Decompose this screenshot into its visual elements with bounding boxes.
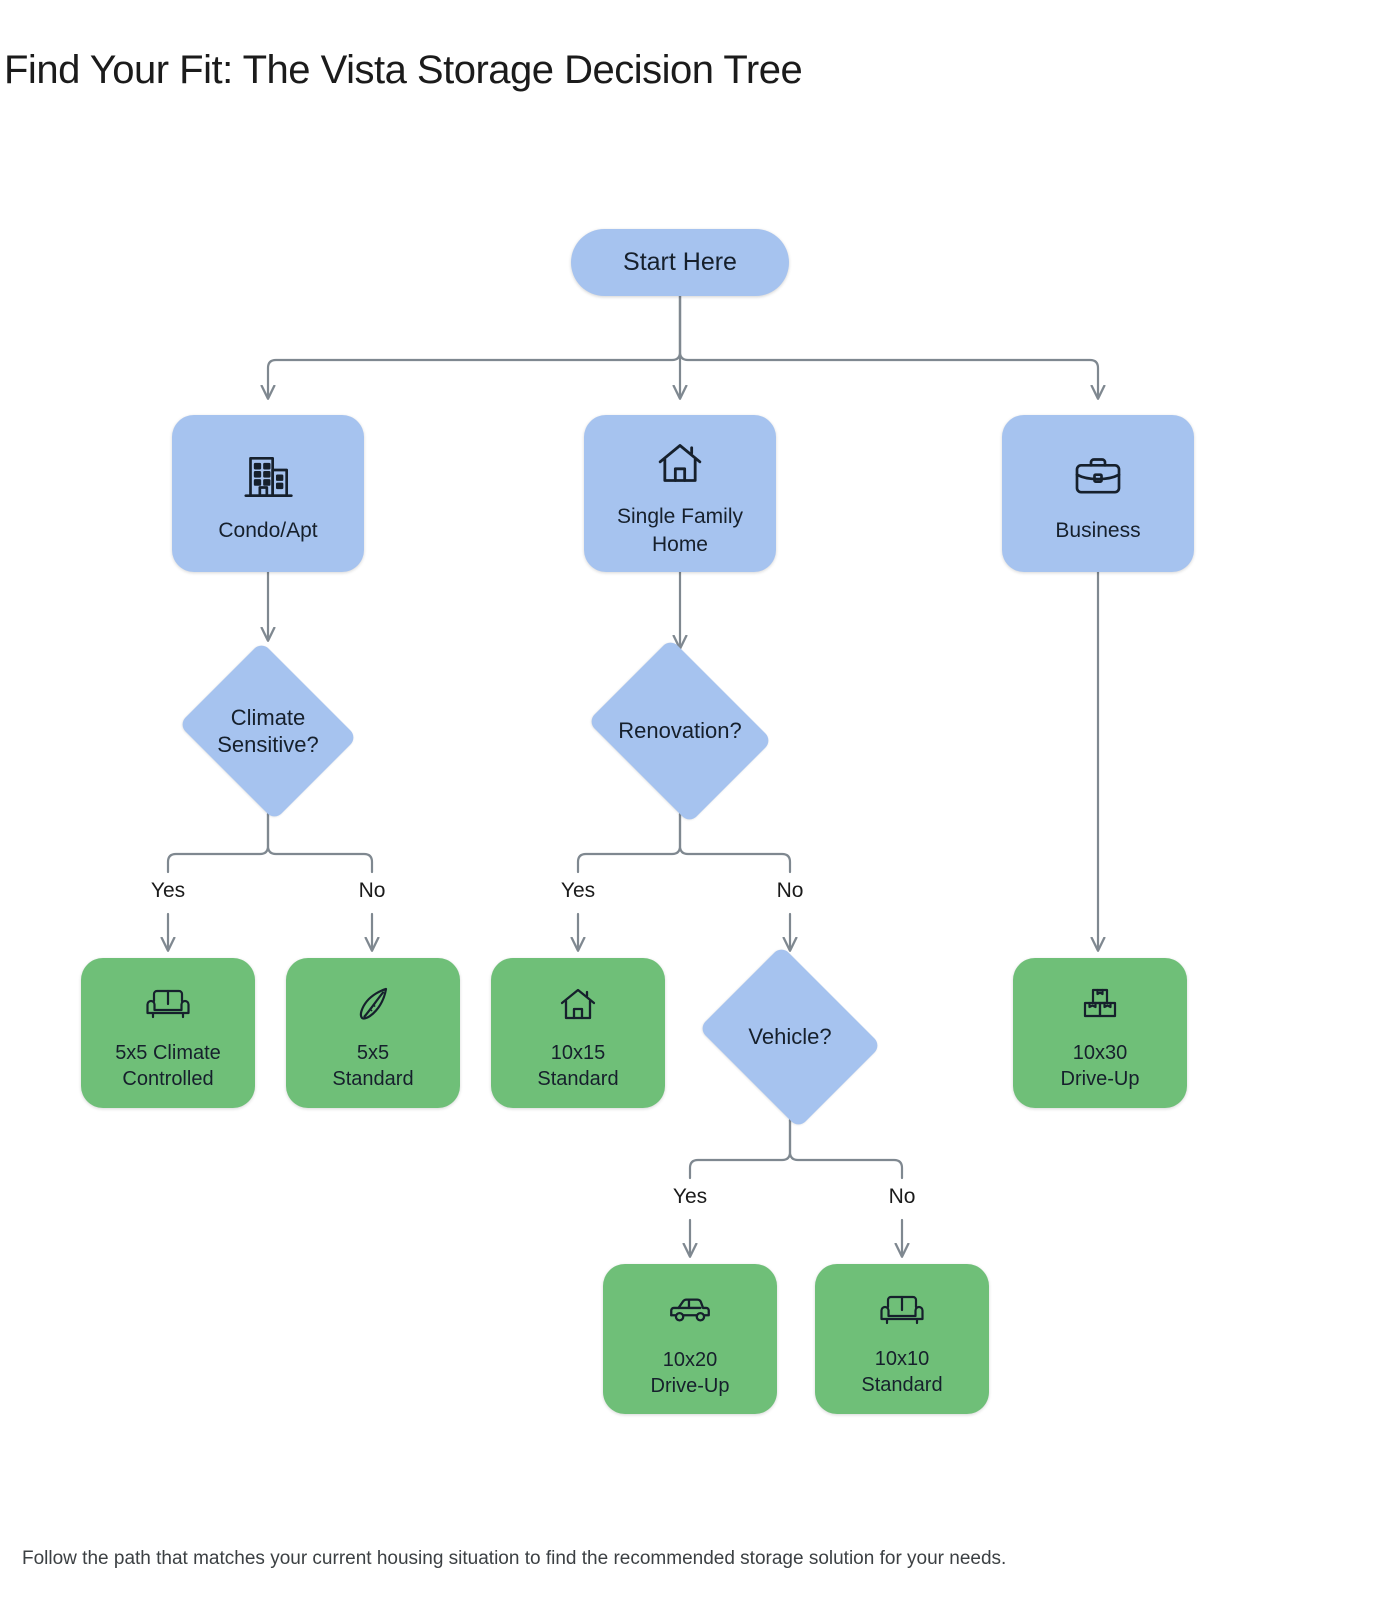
node-condo-apt[interactable]: Condo/Apt bbox=[172, 415, 364, 572]
node-label: Climate Sensitive? bbox=[217, 704, 319, 757]
node-label: 10x15 Standard bbox=[537, 1042, 619, 1090]
node-label: 5x5 Standard bbox=[332, 1042, 414, 1090]
edge-renovation-yes bbox=[576, 812, 682, 874]
node-label: Business bbox=[1055, 518, 1141, 542]
surfboard-icon bbox=[349, 980, 397, 1028]
node-label: Renovation? bbox=[618, 718, 742, 744]
edge-vehicle-no bbox=[788, 1118, 904, 1180]
edge-label-climate-no: No bbox=[358, 879, 386, 902]
car-icon bbox=[665, 1285, 715, 1335]
node-label: 10x20 Drive-Up bbox=[650, 1349, 730, 1397]
briefcase-icon bbox=[1070, 449, 1126, 505]
page-title: Find Your Fit: The Vista Storage Decisio… bbox=[4, 48, 803, 92]
node-business[interactable]: Business bbox=[1002, 415, 1194, 572]
edge-renovation-no bbox=[678, 812, 792, 874]
node-result-5x5-standard[interactable]: 5x5 Standard bbox=[286, 958, 460, 1108]
apartment-building-icon bbox=[240, 449, 296, 505]
edge-start-to-condo bbox=[268, 294, 682, 398]
node-climate-sensitive[interactable]: Climate Sensitive? bbox=[172, 641, 364, 821]
node-label: Condo/Apt bbox=[218, 518, 318, 542]
node-single-family-home[interactable]: Single Family Home bbox=[584, 415, 776, 572]
node-label: 10x10 Standard bbox=[861, 1348, 943, 1396]
house-icon bbox=[554, 980, 602, 1028]
node-result-10x20-drive-up[interactable]: 10x20 Drive-Up bbox=[603, 1264, 777, 1414]
node-result-5x5-climate-controlled[interactable]: 5x5 Climate Controlled bbox=[81, 958, 255, 1108]
edge-climate-yes bbox=[166, 812, 270, 874]
node-label: Vehicle? bbox=[748, 1024, 832, 1050]
edge-label-renovation-no: No bbox=[776, 879, 804, 902]
boxes-icon bbox=[1076, 980, 1124, 1028]
node-result-10x10-standard[interactable]: 10x10 Standard bbox=[815, 1264, 989, 1414]
node-renovation[interactable]: Renovation? bbox=[578, 638, 782, 824]
edge-label-vehicle-yes: Yes bbox=[672, 1185, 708, 1208]
node-result-10x30-drive-up[interactable]: 10x30 Drive-Up bbox=[1013, 958, 1187, 1108]
node-start-here[interactable]: Start Here bbox=[571, 229, 789, 296]
edge-label-climate-yes: Yes bbox=[150, 879, 186, 902]
node-vehicle[interactable]: Vehicle? bbox=[690, 945, 890, 1129]
edge-start-to-business bbox=[678, 294, 1098, 398]
node-label: Start Here bbox=[623, 248, 737, 277]
edge-vehicle-yes bbox=[688, 1118, 792, 1180]
edge-label-renovation-yes: Yes bbox=[560, 879, 596, 902]
sofa-icon bbox=[144, 980, 192, 1028]
footer-note: Follow the path that matches your curren… bbox=[22, 1548, 1007, 1569]
node-label: 10x30 Drive-Up bbox=[1060, 1042, 1140, 1090]
node-label: 5x5 Climate Controlled bbox=[115, 1042, 221, 1090]
edge-climate-no bbox=[266, 812, 374, 874]
node-result-10x15-standard[interactable]: 10x15 Standard bbox=[491, 958, 665, 1108]
house-icon bbox=[652, 435, 708, 491]
edge-label-vehicle-no: No bbox=[888, 1185, 916, 1208]
node-label: Single Family Home bbox=[616, 505, 744, 556]
sofa-icon bbox=[878, 1286, 926, 1334]
